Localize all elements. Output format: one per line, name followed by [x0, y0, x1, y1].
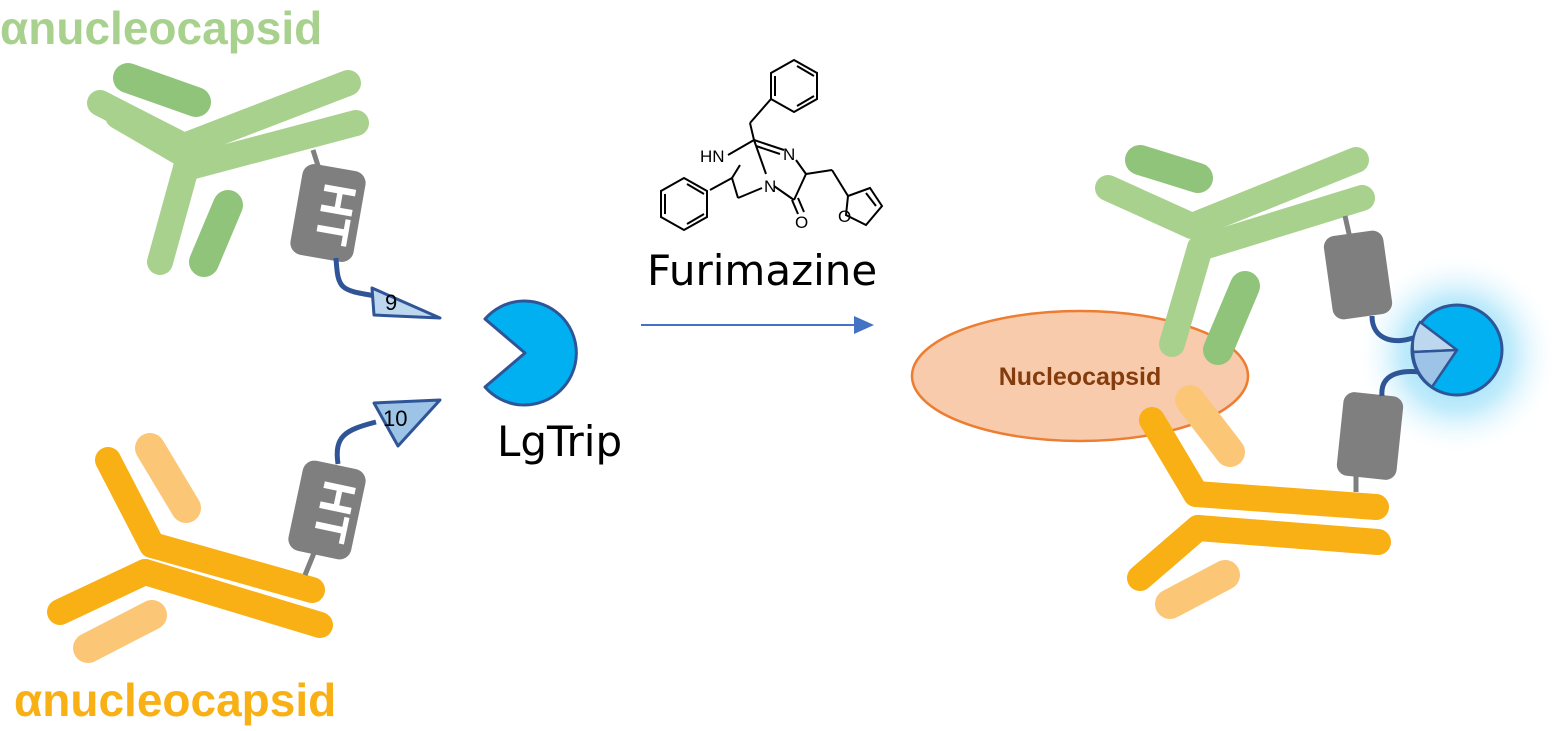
halotag-right-top — [1323, 230, 1393, 320]
smbit-tag-10: 10 — [372, 398, 442, 448]
furimazine-label: Furimazine — [647, 246, 877, 295]
halotag-bottom: HT — [288, 460, 367, 560]
linker-bottom-navy — [334, 419, 377, 465]
svg-text:HT: HT — [303, 476, 367, 547]
halotag-top: HT — [290, 164, 367, 262]
nucleocapsid-label: Nucleocapsid — [999, 363, 1162, 391]
halotag-right-bottom — [1336, 392, 1404, 480]
antibody-bottom-icon — [47, 433, 333, 663]
linker-right-top-navy — [1369, 315, 1419, 344]
svg-text:HT: HT — [305, 180, 367, 249]
smbit-tag-9: 9 — [370, 286, 442, 320]
furimazine-structure — [660, 58, 884, 232]
reaction-arrow-head — [854, 316, 874, 334]
antibody-bound-green — [1095, 145, 1375, 365]
antibody-bottom-title: αnucleocapsid — [14, 674, 336, 726]
svg-text:10: 10 — [383, 406, 407, 431]
antibody-top-title: αnucleocapsid — [0, 2, 322, 54]
pacman-icon — [483, 299, 578, 407]
linker-right-bottom-navy — [1379, 369, 1421, 397]
lgtrip-label: LgTrip — [497, 417, 622, 466]
svg-text:N: N — [783, 145, 795, 164]
svg-text:HN: HN — [700, 147, 725, 166]
svg-text:O: O — [838, 207, 851, 226]
assembled-luciferase-icon — [1410, 303, 1504, 397]
antibody-top-icon — [87, 63, 369, 277]
svg-text:O: O — [795, 213, 808, 232]
linker-bottom-gray — [302, 552, 317, 576]
svg-text:9: 9 — [385, 290, 397, 315]
furimazine-atoms: HN N N O O — [700, 145, 851, 232]
linker-top-navy — [333, 257, 377, 299]
antibody-bound-orange — [1127, 385, 1391, 619]
svg-text:N: N — [764, 177, 776, 196]
